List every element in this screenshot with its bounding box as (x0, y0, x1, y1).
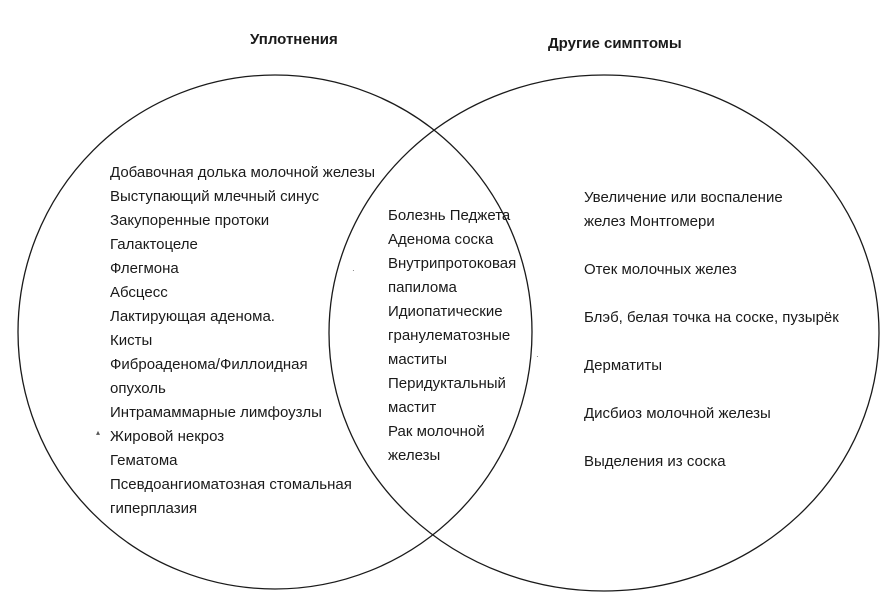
left-list-item: Фиброаденома/Филлоидная (110, 356, 308, 373)
right-circle (328, 74, 880, 592)
right-list-item: Блэб, белая точка на соске, пузырёк (584, 306, 839, 330)
left-list-item: Интрамаммарные лимфоузлы (110, 404, 322, 421)
left-list-item: Выступающий млечный синус (110, 188, 320, 205)
left-list-item: Закупоренные протоки (110, 212, 270, 229)
center-list-item: Болезнь Педжета (388, 207, 511, 224)
center-list-item: Внутрипротоковая (388, 255, 517, 272)
right-list-line: Блэб, белая точка на соске, пузырёк (584, 309, 839, 326)
right-list-line: Отек молочных желез (584, 261, 737, 278)
left-list-item: Флегмона (110, 260, 179, 277)
center-list-item: гранулематозные (388, 327, 511, 344)
left-list-item: Псевдоангиоматозная стомальная (110, 476, 352, 493)
left-list-item: Гематома (110, 452, 178, 469)
center-list-item: железы (388, 447, 441, 464)
right-list-item: Дисбиоз молочной железы (584, 402, 839, 426)
left-circle (17, 74, 533, 590)
left-list-item: Кисты (110, 332, 153, 349)
right-list-item: Отек молочных желез (584, 258, 839, 282)
center-list-item: Перидуктальный (388, 375, 506, 392)
right-list-item: Увеличение или воспаление желез Монтгомер… (584, 186, 839, 234)
right-list-line: Дисбиоз молочной железы (584, 405, 771, 422)
left-list-item: Лактирующая аденома. (110, 308, 275, 325)
right-title: Другие симптомы (548, 35, 682, 52)
right-list-line: Дерматиты (584, 357, 663, 374)
left-list-item: гиперплазия (110, 500, 198, 517)
center-list-item: Аденома соска (388, 231, 494, 248)
left-list-item: Жировой некроз (110, 428, 225, 445)
right-list-item: Дерматиты (584, 354, 839, 378)
stray-mark: · (352, 266, 355, 275)
center-list-item: мастит (388, 399, 437, 416)
stray-mark: ▴ (96, 428, 101, 437)
right-list-line: Увеличение или воспаление (584, 189, 783, 206)
right-list-item: Выделения из соска (584, 450, 839, 474)
right-list-line: Выделения из соска (584, 453, 726, 470)
right-list-line: желез Монтгомери (584, 213, 715, 230)
left-list-item: Абсцесс (110, 284, 168, 301)
center-list-item: папилома (388, 279, 457, 296)
left-list-item: опухоль (110, 380, 166, 397)
left-list-item: Добавочная долька молочной железы (110, 164, 376, 181)
right-list: Увеличение или воспаление желез Монтгомер… (584, 186, 839, 498)
center-list-item: Идиопатические (388, 303, 503, 320)
left-list-item: Галактоцеле (110, 236, 198, 253)
center-list-item: маститы (388, 351, 448, 368)
stray-mark: · (536, 352, 539, 361)
center-list-item: Рак молочной (388, 423, 485, 440)
left-title: Уплотнения (250, 31, 338, 48)
